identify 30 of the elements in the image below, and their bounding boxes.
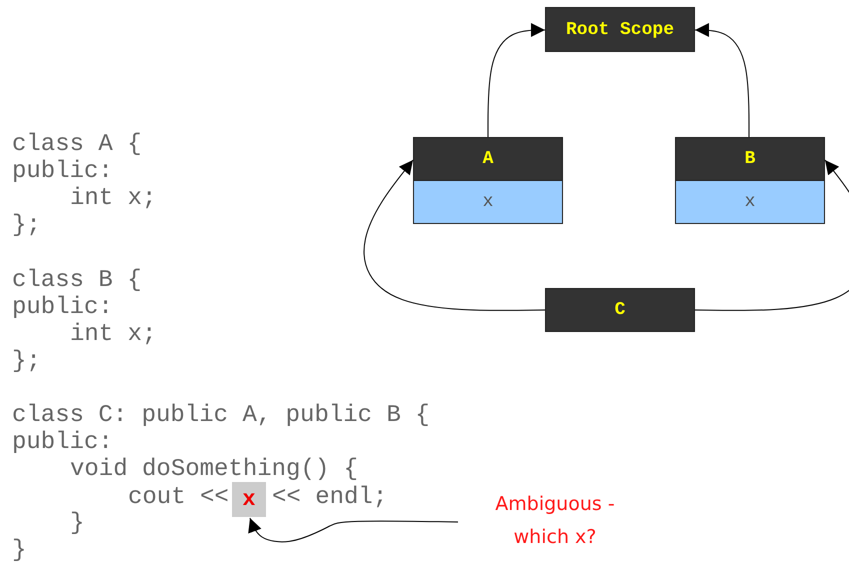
arrow [248, 518, 458, 542]
code-line: int x; [70, 185, 156, 212]
highlighted-variable: x [232, 482, 266, 517]
scope-box: Root Scope [545, 7, 695, 52]
arrow [488, 23, 546, 138]
member-field: x [414, 180, 562, 223]
code-line: public: [12, 158, 113, 185]
code-line: }; [12, 348, 41, 375]
code-line: public: [12, 294, 113, 321]
class-name: A [414, 138, 562, 180]
code-line: class B { [12, 267, 142, 294]
class-box [413, 137, 563, 224]
class-name: B [676, 138, 824, 180]
code-line: }; [12, 212, 41, 239]
class-box [675, 137, 825, 224]
arrow [694, 160, 849, 311]
code-line: public: [12, 429, 113, 456]
code-line: class C: public A, public B { [12, 402, 430, 429]
code-line: int x; [70, 321, 156, 348]
code-line: } [12, 537, 26, 564]
member-field: x [676, 180, 824, 223]
code-line: << endl; [272, 484, 388, 511]
arrow [694, 23, 750, 138]
class-box: C [545, 288, 695, 332]
arrow [364, 160, 546, 311]
code-line: void doSomething() { [70, 456, 358, 483]
code-line: cout << [128, 484, 229, 511]
annotation-note: Ambiguous - which x? [470, 488, 640, 556]
code-line: } [70, 510, 84, 537]
code-line: class A { [12, 131, 142, 158]
